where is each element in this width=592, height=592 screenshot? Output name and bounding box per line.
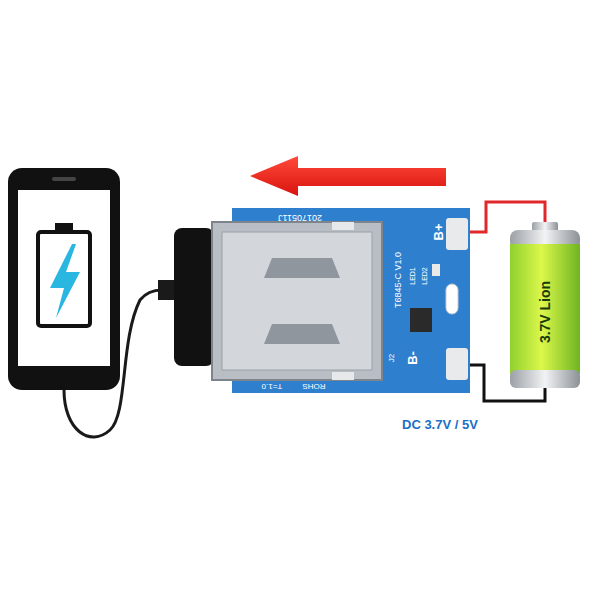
rohs-mark: ROHS [302, 382, 325, 390]
battery-bottom [510, 370, 580, 388]
chip [410, 308, 432, 332]
date-code: 20170511J [278, 213, 322, 222]
usb-cable [64, 290, 162, 437]
port-tab [332, 372, 354, 380]
phone-screen [18, 190, 110, 366]
battery-icon [38, 232, 90, 326]
battery-icon-cap [55, 223, 73, 232]
usb-plug [174, 228, 214, 366]
led-label: LED1 [409, 267, 416, 285]
phone-speaker [52, 177, 76, 181]
thickness-mark: T=1.0 [262, 382, 283, 390]
led-label: LED2 [421, 267, 428, 285]
usb-port-face [222, 232, 372, 370]
spring-tab [264, 324, 340, 344]
lightning-bolt [50, 244, 80, 318]
usb-port [212, 222, 382, 380]
board-name: T6845-C V1.0 [394, 252, 403, 308]
battery-label: 3.7V Lion [538, 281, 552, 343]
solder-pad [446, 348, 468, 380]
mount-hole [446, 284, 458, 314]
battery-body [510, 244, 580, 374]
battery-cell: 3.7V Lion [508, 222, 582, 388]
pcb-module: 20170511J B+ T6845-C V1.0 LED1 LED2B- J2ROHS T… [232, 208, 470, 393]
pin-name: B- [406, 351, 419, 365]
solder-pad [446, 218, 468, 250]
connector-label: J2 [388, 354, 396, 362]
spring-tab [264, 258, 340, 278]
direction-arrow [250, 156, 446, 196]
voltage-label: DC 3.7V / 5V [402, 417, 478, 432]
led [432, 264, 440, 276]
phone-body [8, 168, 120, 390]
port-tab [332, 222, 354, 230]
pin-name: B+ [432, 224, 445, 241]
